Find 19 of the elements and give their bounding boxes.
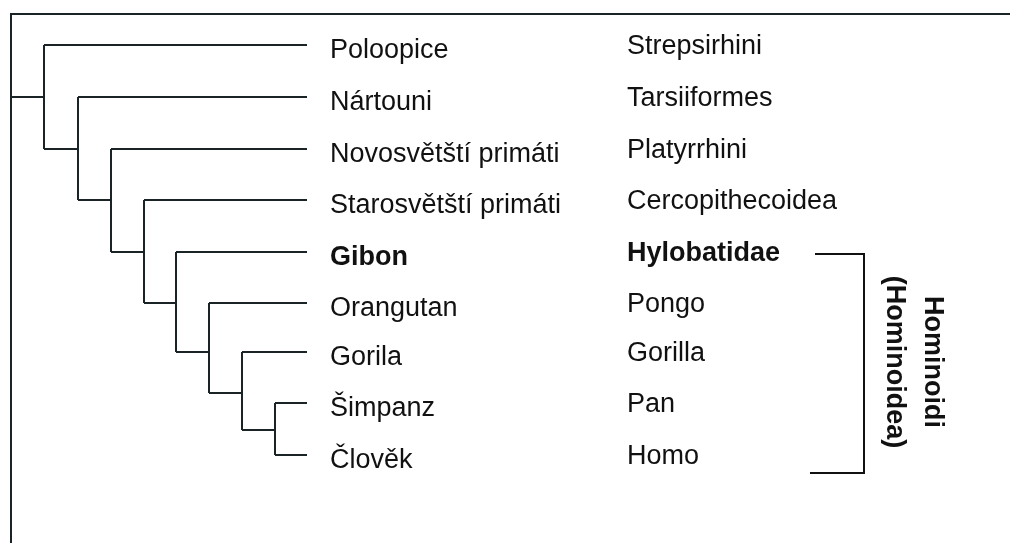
- latin-name: Strepsirhini: [627, 29, 763, 61]
- taxon-name: Novosvětští primáti: [330, 137, 560, 169]
- taxon-name: Člověk: [330, 443, 413, 475]
- group-label: Hominoidi (Hominoidea): [880, 274, 950, 451]
- latin-name: Homo: [627, 439, 700, 471]
- latin-name: Cercopithecoidea: [627, 184, 838, 216]
- taxon-name: Šimpanz: [330, 391, 436, 423]
- latin-name: Platyrrhini: [627, 133, 748, 165]
- latin-name: Pan: [627, 387, 676, 419]
- taxon-name: Starosvětští primáti: [330, 188, 562, 220]
- taxon-name: Gibon: [330, 240, 408, 272]
- latin-name: Hylobatidae: [627, 236, 781, 268]
- taxon-name: Orangutan: [330, 291, 458, 323]
- latin-name: Gorilla: [627, 336, 706, 368]
- latin-name: Pongo: [627, 287, 706, 319]
- taxon-name: Poloopice: [330, 33, 449, 65]
- taxon-name: Gorila: [330, 340, 403, 372]
- taxon-name: Nártouni: [330, 85, 433, 117]
- latin-name: Tarsiiformes: [627, 81, 773, 113]
